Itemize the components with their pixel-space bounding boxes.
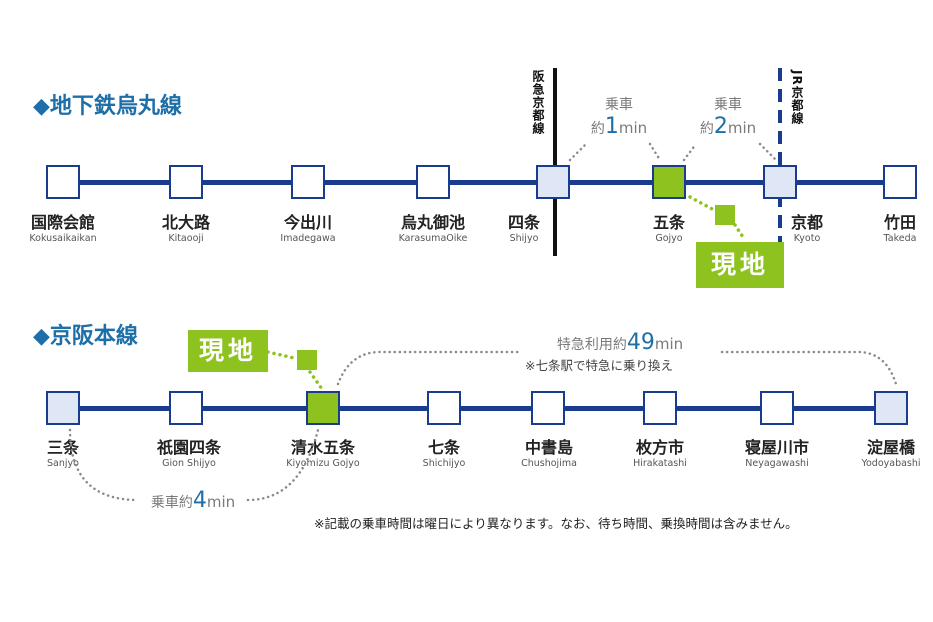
station-box-chushojima[interactable] (531, 391, 565, 425)
station-box-shichijyo[interactable] (427, 391, 461, 425)
station-label-shijyo: 四条 Shijyo (507, 213, 541, 244)
station-label-kokusaikaikan: 国際会館 Kokusaikaikan (29, 213, 97, 244)
karasuma-line-title: ◆地下鉄烏丸線 (33, 94, 182, 119)
connector-time1-left (568, 142, 588, 162)
connector-express-left (336, 350, 522, 386)
station-box-kokusaikaikan[interactable] (46, 165, 80, 199)
express-transfer-note: ※七条駅で特急に乗り換え (525, 358, 673, 373)
ride-time-shijyo-gojyo: 乗車 約1min (590, 97, 648, 139)
station-label-kitaooji: 北大路 Kitaooji (161, 213, 211, 244)
ride-time-gojyo-kyoto: 乗車 約2min (699, 97, 757, 139)
station-box-gion-shijyo[interactable] (169, 391, 203, 425)
connector-local-left (68, 428, 140, 502)
connector-time2-left (682, 142, 698, 162)
keihan-line-title: ◆京阪本線 (33, 324, 138, 349)
station-label-gojyo: 五条 Gojyo (652, 213, 686, 244)
hankyu-line (553, 68, 557, 256)
station-box-imadegawa[interactable] (291, 165, 325, 199)
hankyu-line-label: 阪急京都線 (531, 70, 545, 135)
connector-time1-right (648, 142, 662, 162)
station-label-karasumaoike: 烏丸御池 KarasumaOike (398, 213, 468, 244)
station-box-karasumaoike[interactable] (416, 165, 450, 199)
connector-time2-right (758, 142, 778, 162)
station-label-kiyomizu-gojyo: 清水五条 Kiyomizu Gojyo (286, 438, 360, 469)
station-label-shichijyo: 七条 Shichijyo (422, 438, 466, 469)
genchi-label-karasuma: 現地 (696, 242, 784, 288)
express-ride-time: 特急利用約49min (520, 330, 720, 355)
karasuma-track (80, 180, 885, 185)
location-pointer-square-keihan (297, 350, 317, 370)
jr-line (778, 68, 782, 256)
station-box-sanjyo[interactable] (46, 391, 80, 425)
station-label-takeda: 竹田 Takeda (883, 213, 917, 244)
keihan-track (62, 406, 892, 411)
station-label-gion-shijyo: 祇園四条 Gion Shijyo (156, 438, 222, 469)
station-box-kyoto[interactable] (763, 165, 797, 199)
station-label-sanjyo: 三条 Sanjyo (46, 438, 80, 469)
connector-express-right (720, 350, 898, 386)
location-pointer-square (715, 205, 735, 225)
station-box-takeda[interactable] (883, 165, 917, 199)
station-label-neyagawashi: 寝屋川市 Neyagawashi (744, 438, 810, 469)
station-label-imadegawa: 今出川 Imadegawa (280, 213, 336, 244)
station-label-chushojima: 中書島 Chushojima (521, 438, 577, 469)
station-box-shijyo[interactable] (536, 165, 570, 199)
station-label-hirakatashi: 枚方市 Hirakatashi (633, 438, 687, 469)
connector-genchi-keihan-2 (266, 350, 296, 360)
connector-genchi-karasuma-2 (733, 223, 747, 242)
station-label-kyoto: 京都 Kyoto (790, 213, 824, 244)
jr-line-label: JR京都線 (790, 70, 804, 125)
local-ride-time: 乗車約4min (138, 488, 248, 513)
station-box-kiyomizu-gojyo-current[interactable] (306, 391, 340, 425)
station-box-kitaooji[interactable] (169, 165, 203, 199)
connector-genchi-keihan (308, 370, 324, 391)
station-box-neyagawashi[interactable] (760, 391, 794, 425)
station-label-yodoyabashi: 淀屋橋 Yodoyabashi (861, 438, 921, 469)
genchi-label-keihan: 現地 (188, 330, 268, 372)
station-box-gojyo-current[interactable] (652, 165, 686, 199)
station-box-hirakatashi[interactable] (643, 391, 677, 425)
footnote: ※記載の乗車時間は曜日により異なります。なお、待ち時間、乗換時間は含みません。 (314, 516, 798, 531)
connector-genchi-karasuma (688, 195, 716, 212)
station-box-yodoyabashi[interactable] (874, 391, 908, 425)
